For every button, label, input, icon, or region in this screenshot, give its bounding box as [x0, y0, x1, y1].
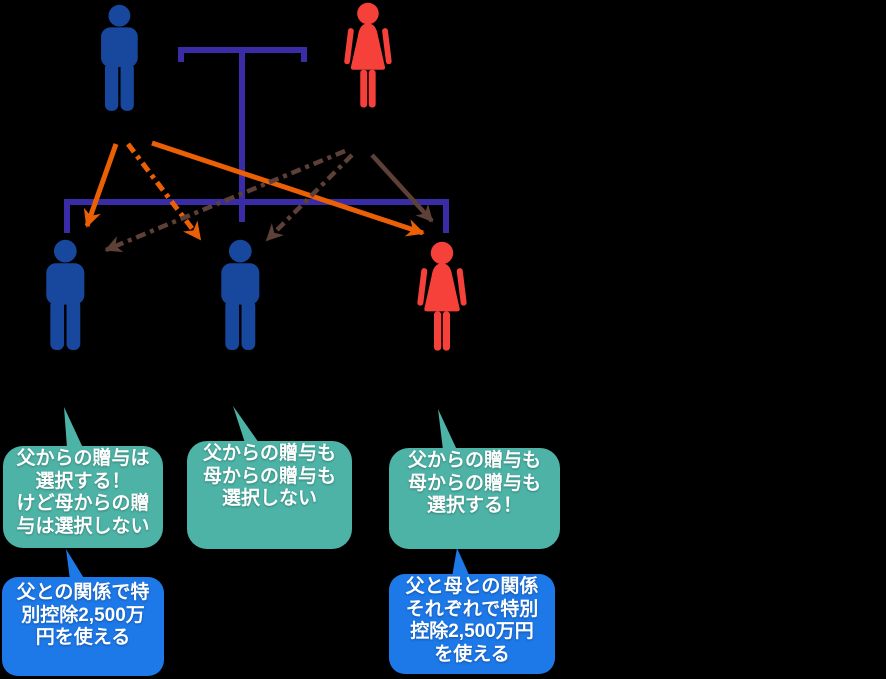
children-bracket [64, 199, 449, 233]
arrow-father-to-child1 [83, 143, 119, 228]
child3-bubble-tail-icon [438, 409, 457, 450]
child2-choice-bubble: 父からの贈与も 母からの贈与も 選択しない [187, 441, 352, 549]
child2-bubble-tail-icon [233, 406, 259, 443]
gift-arrows [83, 140, 434, 253]
arrow-mother-to-child2 [265, 153, 354, 242]
arrow-father-to-child2 [126, 142, 202, 241]
child1-deduction-note: 父との関係で特 別控除2,500万 円を使える [2, 577, 164, 676]
arrow-mother-to-child3 [370, 153, 434, 223]
child1-choice-bubble: 父からの贈与は 選択する！ けど母からの贈 与は選択しない [3, 446, 163, 548]
child3-choice-bubble: 父からの贈与も 母からの贈与も 選択する！ [389, 448, 560, 549]
child3-note-tail-icon [452, 548, 470, 577]
child1-bubble-tail-icon [64, 407, 83, 448]
child3-deduction-note: 父と母との関係 それぞれで特別 控除2,500万円 を使える [389, 574, 555, 674]
child1-figure [46, 239, 85, 350]
arrow-father-to-child3 [151, 140, 425, 237]
child3-choice-text: 父からの贈与も 母からの贈与も 選択する！ [407, 450, 541, 516]
child2-figure [221, 239, 260, 350]
child1-deduction-text: 父との関係で特 別控除2,500万 円を使える [16, 582, 150, 648]
child3-figure [417, 241, 467, 351]
child3-deduction-text: 父と母との関係 それぞれで特別 控除2,500万円 を使える [405, 576, 539, 665]
child1-choice-text: 父からの贈与は 選択する！ けど母からの贈 与は選択しない [16, 448, 150, 537]
child2-choice-text: 父からの贈与も 母からの贈与も 選択しない [202, 443, 336, 509]
child1-note-tail-icon [66, 549, 85, 580]
arrow-mother-to-child1 [104, 148, 346, 253]
father-figure [101, 4, 138, 111]
bubble-tails [64, 406, 470, 580]
mother-figure [343, 2, 392, 108]
